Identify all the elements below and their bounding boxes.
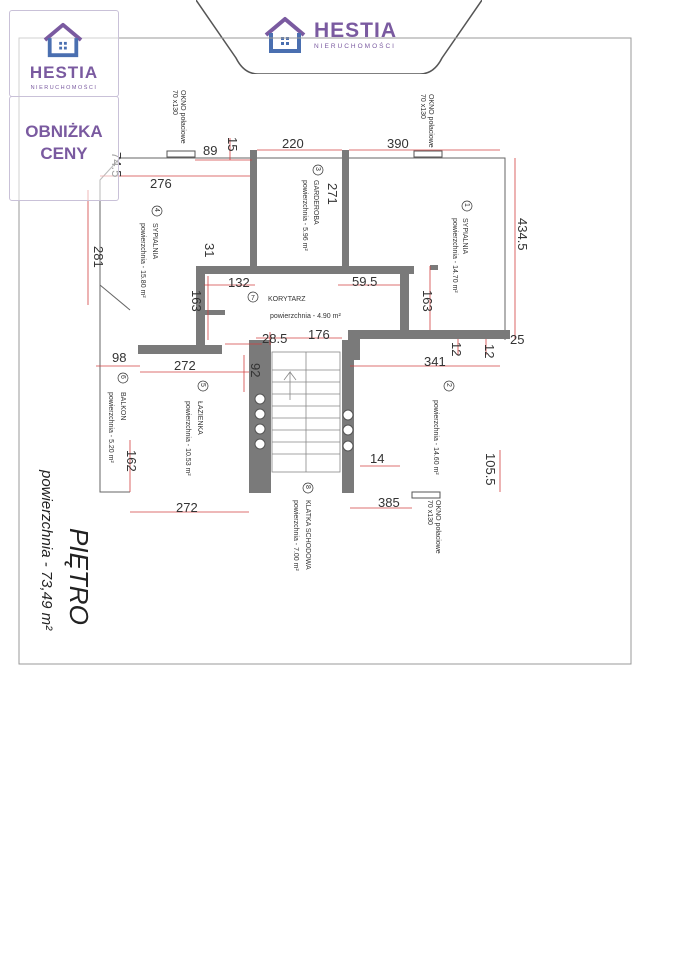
dim-text: 281 [91,246,106,268]
brand-subtitle: NIERUCHOMOŚCI [314,42,396,50]
room-labels: 1 SYPIALNIA powierzchnia - 14.70 m² 2 po… [107,164,473,571]
dim-text: 162 [124,450,139,472]
window-label: OKNO połaciowe [179,90,186,144]
dim-text: 59.5 [352,274,377,289]
dim-text: 163 [189,290,204,312]
price-reduction-text: OBNIŻKA CENY [10,121,118,165]
interior-walls [138,150,510,493]
dim-text: 31 [202,243,217,257]
room-area: powierzchnia - 4.90 m² [270,313,341,320]
dim-text: 271 [325,183,340,205]
room-name: KLATKA SCHODOWA [304,500,311,570]
room-area: powierzchnia - 5.20 m² [107,392,114,463]
room-name: BALKON [119,392,126,420]
price-reduction-line2: CENY [40,144,88,163]
logo-badge: HESTIA NIERUCHOMOŚCI [9,10,119,97]
header-tab [196,0,482,74]
room-name: SYPIALNIA [461,218,468,255]
room-number: 5 [199,383,206,387]
house-logo-icon [43,22,83,58]
dim-text: 272 [176,500,198,515]
plan-frame [18,37,632,665]
dimension-lines [87,138,516,513]
room-area: powierzchnia - 14.60 m² [432,400,439,475]
window-label: 70 x130 [426,500,433,525]
price-reduction-line1: OBNIŻKA [25,122,103,141]
room-area: powierzchnia - 5.96 m² [301,180,308,251]
dim-text: 434.5 [515,218,530,251]
dim-text: 390 [387,136,409,151]
window-labels: OKNO połaciowe 70 x130 OKNO połaciowe 70… [171,90,441,554]
badge-brand-name: HESTIA [29,63,99,82]
room-name: ŁAZIENKA [196,401,203,435]
room-area: powierzchnia - 10.53 m² [184,401,191,476]
dim-text: 341 [424,354,446,369]
window-markers [166,150,443,499]
dim-text: 163 [420,290,435,312]
dim-text: 12 [449,342,464,356]
room-name: GARDEROBA [312,180,319,225]
room-number: 4 [153,208,160,212]
dim-text: 89 [203,143,217,158]
dim-text: 105.5 [483,453,498,486]
brand-name: HESTIA [314,18,398,42]
room-number: 3 [314,167,321,171]
vent-circles [254,393,354,452]
badge-brand-subtitle: NIERUCHOMOŚCI [30,85,98,91]
dim-text: 25 [510,332,524,347]
window-label: 70 x130 [419,94,426,119]
room-number: 2 [445,383,452,387]
dim-text: 385 [378,495,400,510]
dim-text: 98 [112,350,126,365]
room-area: powierzchnia - 15.80 m² [139,223,146,298]
dim-text: 92 [248,363,263,377]
dim-text: 132 [228,275,250,290]
window-label: OKNO połaciowe [434,500,441,554]
dim-text: 220 [282,136,304,151]
room-number: 1 [463,203,470,207]
dim-text: 276 [150,176,172,191]
room-number: 7 [251,295,255,302]
room-area: powierzchnia - 7.00 m² [292,500,299,571]
window-label: OKNO połaciowe [427,94,434,148]
header-logo: HESTIA NIERUCHOMOŚCI [262,10,422,60]
room-number: 6 [119,375,126,379]
price-reduction-badge: OBNIŻKA CENY [9,96,119,201]
room-name: KORYTARZ [268,296,306,303]
room-name: SYPIALNIA [151,223,158,260]
dim-text: 272 [174,358,196,373]
dim-text: 28.5 [262,331,287,346]
dim-text: 15 [225,137,240,151]
dim-text: 14 [370,451,384,466]
room-area: powierzchnia - 14.70 m² [451,218,458,293]
stairs [271,351,341,473]
window-label: 70 x130 [171,90,178,115]
dim-text: 12 [482,344,497,358]
floor-area: powierzchnia - 73,49 m² [38,469,55,631]
dim-text: 176 [308,327,330,342]
room-number: 8 [304,485,311,489]
floor-title: PIĘTRO [64,528,94,625]
